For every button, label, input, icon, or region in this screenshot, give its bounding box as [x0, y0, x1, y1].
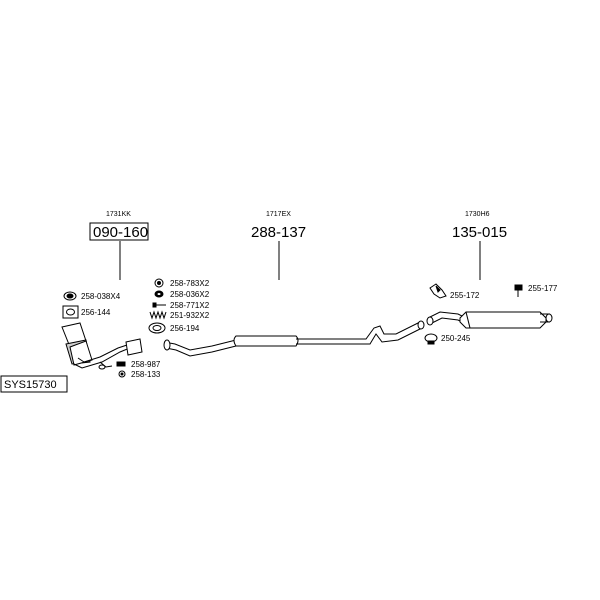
accessory-code: 250-245 [441, 334, 471, 343]
rear-silencer-drawing [426, 311, 553, 329]
rubber-ring-icon [154, 278, 164, 288]
nut-icon [116, 361, 126, 367]
accessory-code: 251-932X2 [170, 311, 210, 320]
accessory-code: 258-133 [131, 370, 161, 379]
accessory-256-144: 256-144 [62, 305, 111, 319]
accessory-258-987: 258-987 [116, 360, 161, 369]
seal-ring-icon [148, 322, 166, 334]
part-number-box [89, 222, 149, 241]
system-code: SYS15730 [4, 379, 57, 391]
washer-icon [118, 370, 126, 378]
accessory-258-783X2: 258-783X2 [154, 278, 210, 288]
accessory-code: 256-194 [170, 324, 200, 333]
gasket-ring-icon [63, 291, 77, 301]
accessory-258-036X2: 258-036X2 [154, 290, 210, 299]
main-part-middle-pipe: 1717EX 288-137 [251, 211, 306, 280]
accessory-250-245: 250-245 [424, 333, 471, 345]
part-number-catalyst: 090-160 [93, 224, 148, 241]
part-number-rear-silencer: 135-015 [452, 224, 507, 241]
accessory-258-133: 258-133 [118, 370, 161, 379]
accessory-code: 258-987 [131, 360, 161, 369]
system-code-badge: SYS15730 [0, 375, 68, 393]
oem-ref-middle-pipe: 1717EX [266, 211, 291, 218]
bracket-icon [429, 283, 447, 299]
hanger-icon [514, 284, 523, 297]
accessory-code: 256-144 [81, 308, 111, 317]
spring-icon [149, 310, 167, 320]
main-part-rear-silencer: 1730H6 135-015 [452, 211, 507, 280]
accessory-code: 258-771X2 [170, 301, 210, 310]
accessory-251-932X2: 251-932X2 [149, 310, 210, 320]
part-number-middle-pipe: 288-137 [251, 224, 306, 241]
oem-ref-catalyst: 1731KK [106, 211, 131, 218]
accessory-code: 258-038X4 [81, 292, 121, 301]
accessory-code: 258-036X2 [170, 290, 210, 299]
accessory-255-172: 255-172 [429, 283, 480, 300]
accessory-256-194: 256-194 [148, 322, 200, 334]
accessory-code: 255-172 [450, 291, 480, 300]
catalyst-drawing [61, 322, 143, 370]
accessory-255-177: 255-177 [514, 284, 558, 297]
accessory-code: 258-783X2 [170, 279, 210, 288]
rubber-mount-icon [154, 290, 164, 298]
main-part-catalyst: 1731KK 090-160 [89, 211, 149, 280]
middle-pipe-drawing [163, 320, 425, 357]
clamp-icon [424, 333, 438, 345]
accessory-code: 255-177 [528, 284, 558, 293]
bolt-icon [152, 302, 166, 308]
oem-ref-rear-silencer: 1730H6 [465, 211, 490, 218]
accessory-258-771X2: 258-771X2 [152, 301, 210, 310]
flange-gasket-icon [62, 305, 79, 319]
accessory-258-038X4: 258-038X4 [63, 291, 121, 301]
